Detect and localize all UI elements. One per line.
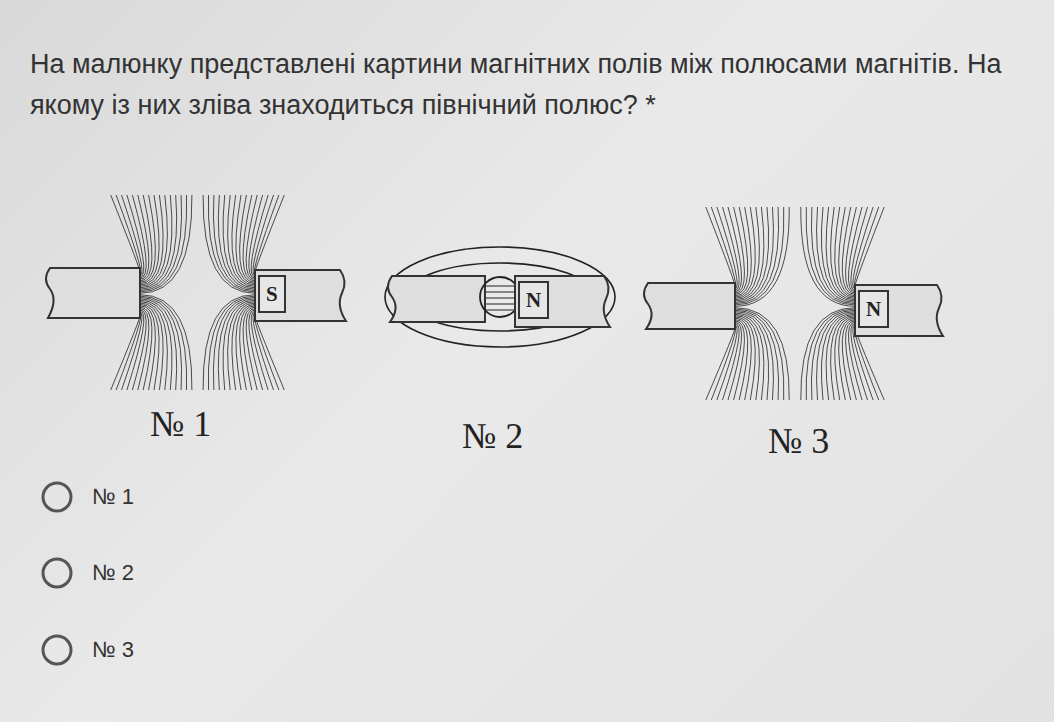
field-line	[385, 247, 615, 347]
magnet-outline	[255, 270, 346, 321]
magnet-bar: S	[255, 270, 348, 321]
magnet-bar	[46, 268, 140, 318]
pole-holder: N	[515, 276, 612, 319]
magnet-outline	[855, 285, 943, 336]
pole-holder: S	[255, 270, 348, 313]
question-text: На малюнку представлені картини магнітни…	[30, 44, 1040, 126]
radio-button	[43, 483, 71, 511]
option-label: № 3	[92, 637, 134, 663]
figure-number: № 2	[462, 415, 523, 457]
pole-letter: S	[258, 275, 286, 313]
magnet-outline	[515, 276, 610, 327]
option-label: № 2	[92, 560, 134, 586]
pole-letter: N	[858, 290, 889, 328]
pole-letter: N	[518, 281, 549, 319]
radio-button	[43, 636, 71, 664]
figure-number: № 1	[150, 403, 211, 445]
radio-button	[43, 559, 71, 587]
magnet-bar	[644, 283, 735, 329]
magnet-bar: N	[515, 276, 612, 327]
magnet-bar: N	[855, 285, 945, 336]
field-lines	[483, 286, 517, 310]
magnet-bar	[388, 276, 485, 322]
option-label: № 1	[92, 484, 134, 510]
figure-number: № 3	[768, 420, 829, 462]
pole-holder: N	[855, 285, 945, 328]
